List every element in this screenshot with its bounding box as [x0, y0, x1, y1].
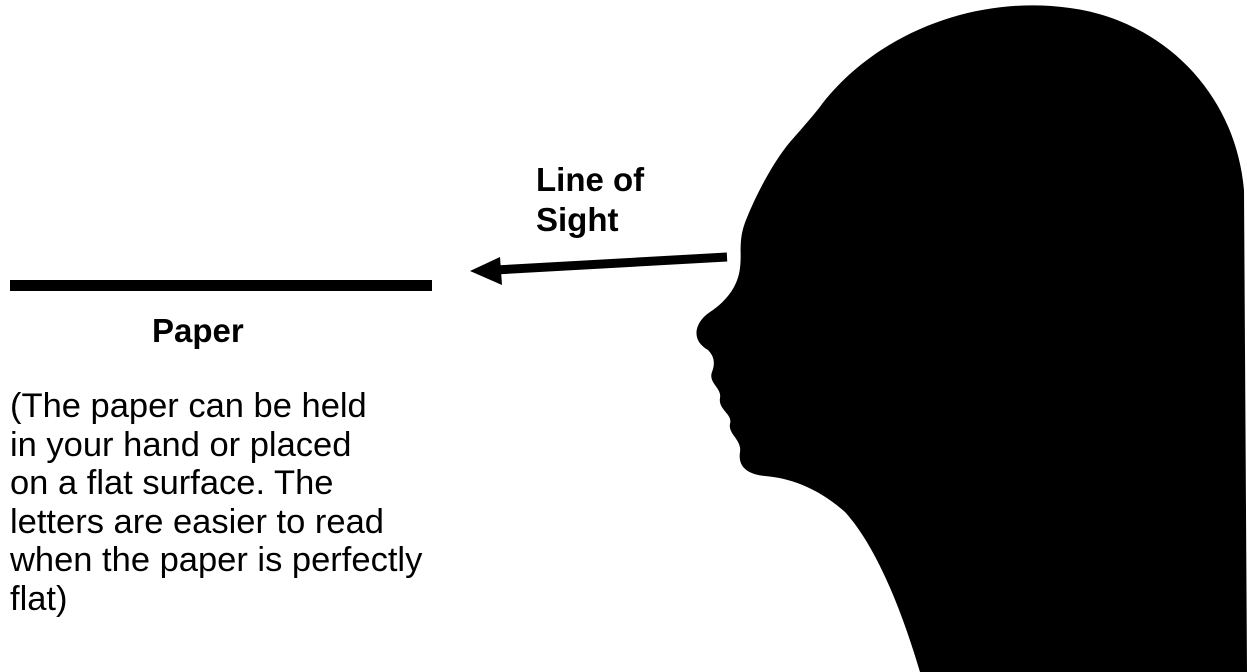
- paper-line: [10, 280, 432, 291]
- note-line: in your hand or placed: [10, 426, 550, 465]
- instruction-note: (The paper can be held in your hand or p…: [10, 387, 550, 619]
- note-line: flat): [10, 580, 550, 619]
- note-line: when the paper is perfectly: [10, 541, 550, 580]
- head-silhouette-icon: [696, 5, 1247, 672]
- line-of-sight-label-line: Line of: [536, 160, 644, 200]
- paper-label: Paper: [152, 314, 244, 347]
- line-of-sight-arrow: [470, 257, 727, 285]
- note-line: (The paper can be held: [10, 387, 550, 426]
- note-line: on a flat surface. The: [10, 464, 550, 503]
- line-of-sight-label: Line of Sight: [536, 160, 644, 241]
- note-line: letters are easier to read: [10, 503, 550, 542]
- line-of-sight-label-line: Sight: [536, 200, 644, 240]
- left-arrow-icon: [470, 257, 502, 285]
